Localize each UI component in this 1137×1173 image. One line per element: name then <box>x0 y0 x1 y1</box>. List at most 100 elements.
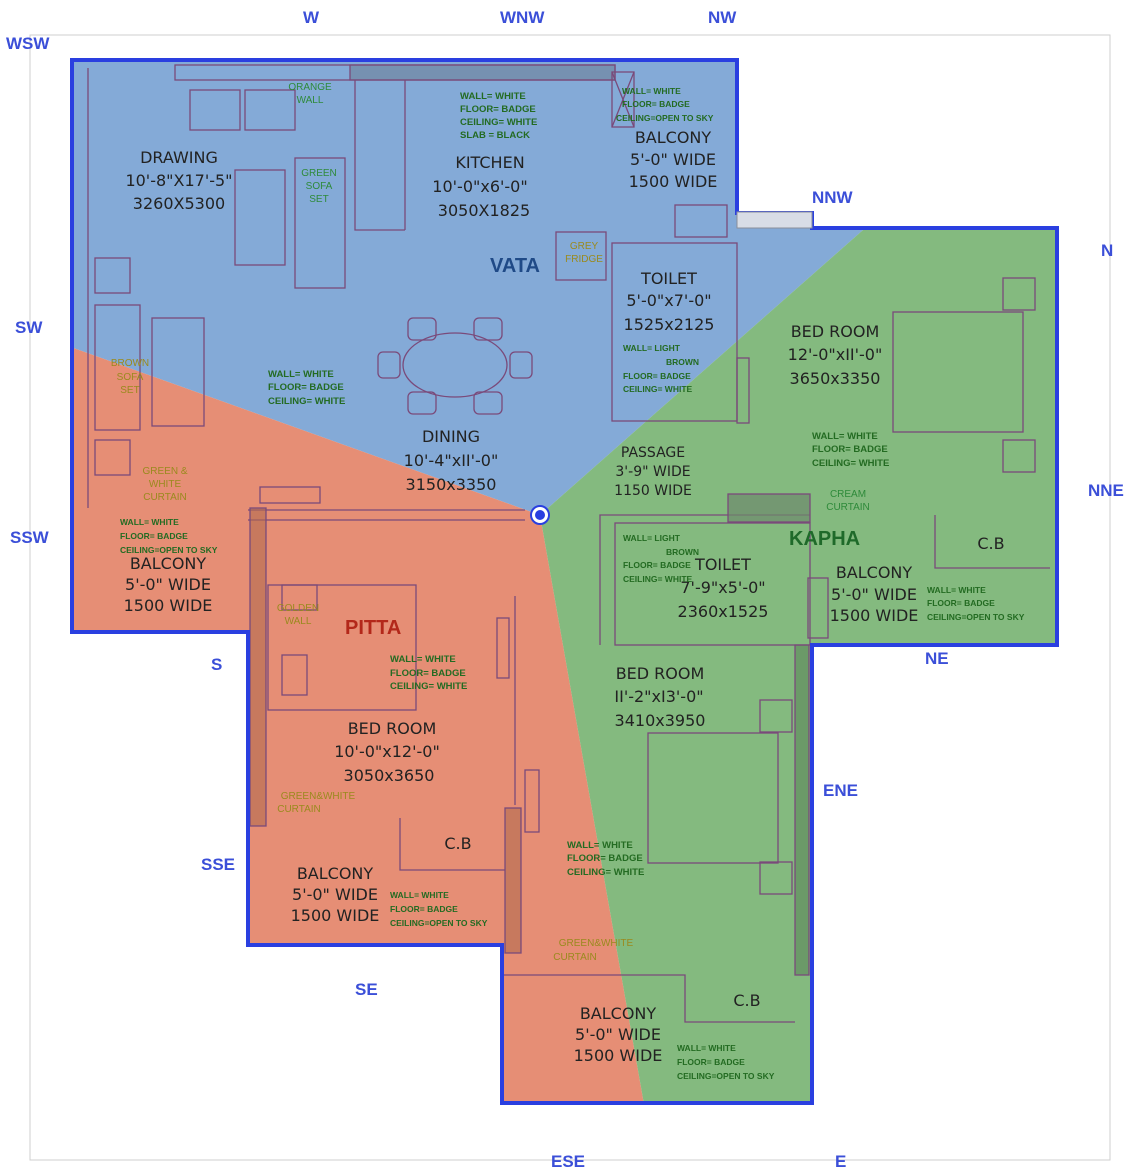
svg-text:CEILING= WHITE: CEILING= WHITE <box>623 574 693 584</box>
svg-text:CEILING=OPEN TO SKY: CEILING=OPEN TO SKY <box>120 545 218 555</box>
svg-text:WALL= WHITE: WALL= WHITE <box>390 890 449 900</box>
label-brown-sofa: BROWN SOFA SET <box>111 358 149 396</box>
svg-text:1500 WIDE: 1500 WIDE <box>291 906 380 925</box>
svg-text:FLOOR= BADGE: FLOOR= BADGE <box>677 1057 745 1067</box>
floor-plan-lines <box>87 64 1050 1023</box>
svg-text:FLOOR= BADGE: FLOOR= BADGE <box>622 99 690 109</box>
svg-text:CEILING= WHITE: CEILING= WHITE <box>567 867 644 878</box>
svg-text:BALCONY: BALCONY <box>836 563 913 582</box>
direction-w: W <box>303 8 320 27</box>
svg-text:WALL= LIGHT: WALL= LIGHT <box>623 533 681 543</box>
svg-text:CEILING= WHITE: CEILING= WHITE <box>623 384 693 394</box>
svg-text:5'-0" WIDE: 5'-0" WIDE <box>831 585 917 604</box>
svg-text:KITCHEN: KITCHEN <box>455 153 524 172</box>
notes-bedroom-s: WALL= WHITE FLOOR= BADGE CEILING= WHITE <box>390 654 467 692</box>
svg-text:PASSAGE: PASSAGE <box>621 445 685 461</box>
room-bedroom-s: BED ROOM 10'-0"x12'-0" 3050x3650 <box>334 719 440 785</box>
svg-text:GREY: GREY <box>570 241 599 252</box>
svg-text:CEILING= WHITE: CEILING= WHITE <box>268 396 345 407</box>
svg-text:10'-8"X17'-5": 10'-8"X17'-5" <box>125 171 232 190</box>
svg-text:CEILING=OPEN TO SKY: CEILING=OPEN TO SKY <box>616 113 714 123</box>
direction-nne: NNE <box>1088 481 1124 500</box>
svg-text:1150 WIDE: 1150 WIDE <box>614 483 692 499</box>
label-green-sofa: GREEN SOFA SET <box>301 168 337 205</box>
svg-text:SLAB = BLACK: SLAB = BLACK <box>460 130 530 141</box>
svg-text:CURTAIN: CURTAIN <box>277 804 321 815</box>
svg-text:GREEN&WHITE: GREEN&WHITE <box>281 791 356 802</box>
svg-text:TOILET: TOILET <box>640 269 697 288</box>
room-balcony-sw: BALCONY 5'-0" WIDE 1500 WIDE <box>124 554 213 615</box>
notes-dining: WALL= WHITE FLOOR= BADGE CEILING= WHITE <box>268 369 345 407</box>
svg-text:SOFA: SOFA <box>117 372 144 383</box>
cupboard-e: C.B <box>733 991 760 1010</box>
svg-text:CREAM: CREAM <box>830 489 866 500</box>
notes-toilet-top: WALL= LIGHT BROWN FLOOR= BADGE CEILING= … <box>623 343 699 394</box>
room-balcony-sse: BALCONY 5'-0" WIDE 1500 WIDE <box>291 864 380 925</box>
page-frame <box>29 34 1111 1161</box>
svg-text:BED ROOM: BED ROOM <box>791 322 880 341</box>
nnw-ledge <box>736 211 813 229</box>
svg-text:WALL= WHITE: WALL= WHITE <box>927 585 986 595</box>
room-toilet-top: TOILET 5'-0"x7'-0" 1525x2125 <box>624 269 715 334</box>
notes-balcony-ese: WALL= WHITE FLOOR= BADGE CEILING=OPEN TO… <box>677 1043 775 1081</box>
zone-label-vata: VATA <box>490 255 540 277</box>
room-passage: PASSAGE 3'-9" WIDE 1150 WIDE <box>614 445 692 499</box>
label-green-white-curtain-w: GREEN & WHITE CURTAIN <box>142 466 187 503</box>
svg-text:WALL= WHITE: WALL= WHITE <box>460 91 526 102</box>
svg-text:3410x3950: 3410x3950 <box>615 711 706 730</box>
room-balcony-nw: BALCONY 5'-0" WIDE 1500 WIDE <box>629 128 718 191</box>
svg-text:2360x1525: 2360x1525 <box>678 602 769 621</box>
svg-text:CEILING=OPEN TO SKY: CEILING=OPEN TO SKY <box>927 612 1025 622</box>
direction-s: S <box>211 655 222 674</box>
svg-text:3050x3650: 3050x3650 <box>344 766 435 785</box>
direction-wnw: WNW <box>500 8 545 27</box>
svg-text:12'-0"xII'-0": 12'-0"xII'-0" <box>788 345 883 364</box>
label-golden-wall: GOLDEN WALL <box>277 603 319 627</box>
direction-ese: ESE <box>551 1152 585 1171</box>
svg-text:TOILET: TOILET <box>694 555 751 574</box>
room-drawing: DRAWING 10'-8"X17'-5" 3260X5300 <box>125 148 232 213</box>
room-toilet-mid: TOILET 7'-9"x5'-0" 2360x1525 <box>678 555 769 621</box>
svg-text:WALL= WHITE: WALL= WHITE <box>268 369 334 380</box>
svg-text:BED ROOM: BED ROOM <box>348 719 437 738</box>
svg-text:CURTAIN: CURTAIN <box>143 492 187 503</box>
notes-balcony-ne: WALL= WHITE FLOOR= BADGE CEILING=OPEN TO… <box>927 585 1025 622</box>
notes-toilet-mid: WALL= LIGHT BROWN FLOOR= BADGE CEILING= … <box>623 533 699 584</box>
svg-text:SET: SET <box>309 194 328 205</box>
zone-label-pitta: PITTA <box>345 617 401 639</box>
svg-text:FLOOR= BADGE: FLOOR= BADGE <box>390 904 458 914</box>
svg-text:7'-9"x5'-0": 7'-9"x5'-0" <box>680 578 765 597</box>
notes-bedroom-e: WALL= WHITE FLOOR= BADGE CEILING= WHITE <box>567 840 644 878</box>
direction-nnw: NNW <box>812 188 854 207</box>
svg-text:FLOOR= BADGE: FLOOR= BADGE <box>623 560 691 570</box>
direction-ssw: SSW <box>10 528 50 547</box>
svg-text:WALL: WALL <box>297 95 324 106</box>
direction-wsw: WSW <box>6 34 50 53</box>
zone-label-kapha: KAPHA <box>789 528 860 550</box>
svg-text:10'-0"x6'-0": 10'-0"x6'-0" <box>432 177 527 196</box>
svg-text:FLOOR= BADGE: FLOOR= BADGE <box>120 531 188 541</box>
svg-text:1500 WIDE: 1500 WIDE <box>574 1046 663 1065</box>
svg-text:FLOOR= BADGE: FLOOR= BADGE <box>812 444 888 455</box>
svg-text:1525x2125: 1525x2125 <box>624 315 715 334</box>
svg-text:FLOOR= BADGE: FLOOR= BADGE <box>927 598 995 608</box>
cupboard-ne: C.B <box>977 534 1004 553</box>
svg-text:SET: SET <box>120 385 139 396</box>
room-balcony-ese: BALCONY 5'-0" WIDE 1500 WIDE <box>574 1004 663 1065</box>
svg-text:BED ROOM: BED ROOM <box>616 664 705 683</box>
svg-text:CEILING=OPEN TO SKY: CEILING=OPEN TO SKY <box>677 1071 775 1081</box>
svg-text:GOLDEN: GOLDEN <box>277 603 319 614</box>
svg-text:3'-9" WIDE: 3'-9" WIDE <box>615 464 690 480</box>
svg-text:BALCONY: BALCONY <box>297 864 374 883</box>
label-cream-curtain: CREAM CURTAIN <box>826 489 870 513</box>
label-green-white-curtain-se: GREEN&WHITE CURTAIN <box>553 938 633 963</box>
svg-text:FLOOR= BADGE: FLOOR= BADGE <box>390 668 466 679</box>
svg-text:CEILING=OPEN TO SKY: CEILING=OPEN TO SKY <box>390 918 488 928</box>
svg-text:1500 WIDE: 1500 WIDE <box>629 172 718 191</box>
svg-text:5'-0" WIDE: 5'-0" WIDE <box>630 150 716 169</box>
svg-text:CEILING= WHITE: CEILING= WHITE <box>812 458 889 469</box>
direction-ne: NE <box>925 649 949 668</box>
notes-balcony-nw: WALL= WHITE FLOOR= BADGE CEILING=OPEN TO… <box>616 86 714 123</box>
svg-text:FRIDGE: FRIDGE <box>565 254 603 265</box>
svg-text:1500 WIDE: 1500 WIDE <box>124 596 213 615</box>
